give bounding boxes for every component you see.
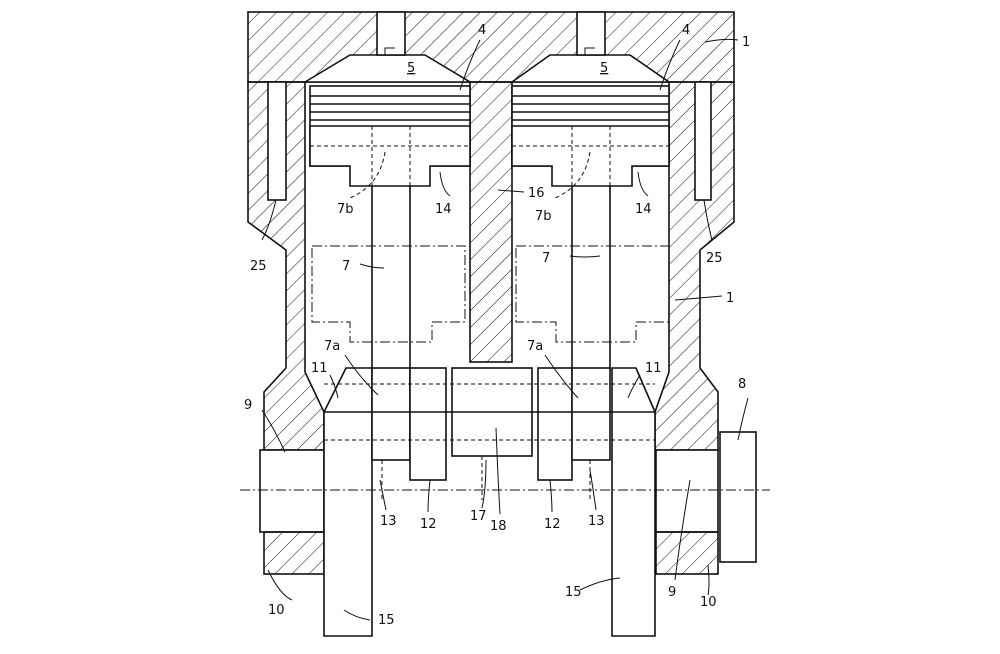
left-oil-passage	[267, 81, 287, 201]
crank-pulley	[719, 431, 757, 563]
right-oil-passage	[694, 81, 712, 201]
label-7a-right: 7a	[527, 339, 543, 354]
label-7-right: 7	[542, 251, 550, 266]
leader-lines	[261, 38, 749, 621]
label-14-right: 14	[635, 202, 652, 217]
label-25-left: 25	[250, 259, 267, 274]
label-7b-left: 7b	[337, 202, 354, 217]
label-15-left: 15	[378, 613, 395, 628]
label-7a-left: 7a	[324, 339, 340, 354]
label-7b-right: 7b	[535, 209, 552, 224]
label-15-right: 15	[565, 585, 582, 600]
center-partition	[469, 81, 513, 363]
label-16: 16	[528, 186, 545, 201]
reference-numerals: 1 4 4 5 5 7b 7b 14 14 16 25 25 7 7 1 7a …	[244, 23, 750, 628]
crankshaft	[240, 367, 770, 637]
left-piston	[302, 11, 473, 187]
label-18: 18	[490, 519, 507, 534]
left-bearing	[263, 531, 325, 575]
right-connecting-rod	[571, 186, 611, 372]
label-7-left: 7	[342, 259, 350, 274]
label-11-right: 11	[645, 361, 662, 376]
label-4-left: 4	[478, 23, 486, 38]
left-piston-bdc-outline	[311, 245, 466, 343]
cylinder-head	[247, 11, 735, 83]
label-11-left: 11	[311, 361, 328, 376]
label-25-right: 25	[706, 251, 723, 266]
label-5-left: 5	[407, 61, 415, 76]
left-connecting-rod	[371, 186, 411, 372]
label-5-right: 5	[600, 61, 608, 76]
label-1-top: 1	[742, 35, 750, 50]
label-12-left: 12	[420, 517, 437, 532]
label-14-left: 14	[435, 202, 452, 217]
label-10-left: 10	[268, 603, 285, 618]
label-1-side: 1	[726, 291, 734, 306]
label-12-right: 12	[544, 517, 561, 532]
label-17: 17	[470, 509, 487, 524]
label-13-left: 13	[380, 514, 397, 529]
label-9-left: 9	[244, 398, 252, 413]
label-8: 8	[738, 377, 746, 392]
right-piston	[509, 11, 672, 187]
label-4-right: 4	[682, 23, 690, 38]
label-13-right: 13	[588, 514, 605, 529]
right-bearing	[655, 531, 719, 575]
label-10-right: 10	[700, 595, 717, 610]
right-piston-bdc-outline	[515, 245, 670, 343]
label-9-right: 9	[668, 585, 676, 600]
